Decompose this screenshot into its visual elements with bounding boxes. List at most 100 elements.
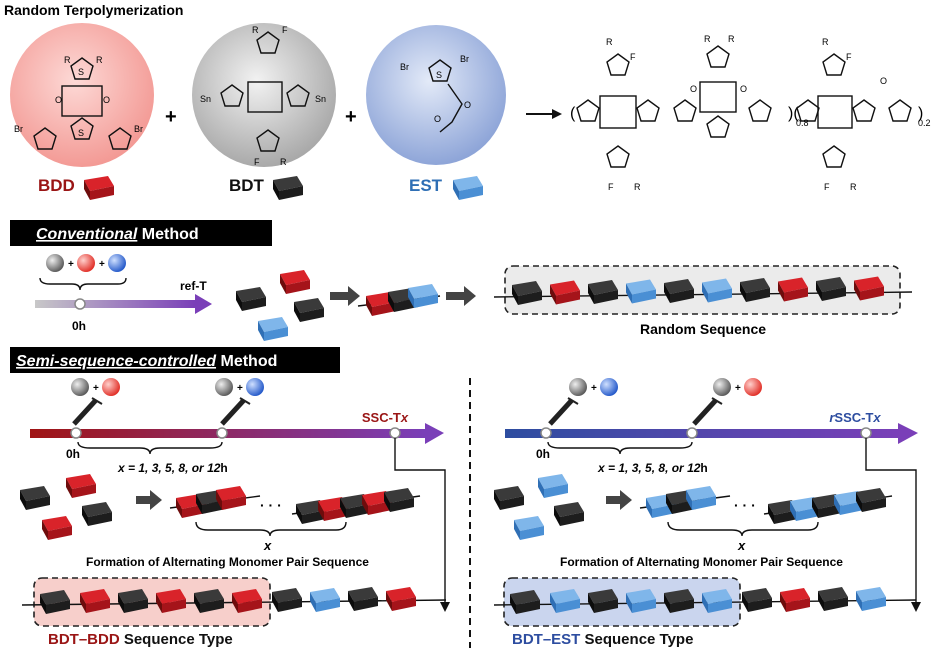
svg-text:S: S: [78, 67, 84, 77]
svg-text:O: O: [464, 100, 471, 110]
conventional-timeline: [35, 300, 195, 308]
semi-header: Semi-sequence-controlled Method: [16, 353, 277, 370]
left-dimer-chain-2: [291, 488, 421, 524]
svg-text:R: R: [252, 25, 259, 35]
left-step-arrow: [136, 490, 162, 510]
svg-text:R: R: [280, 157, 287, 167]
svg-text:+: +: [68, 259, 74, 270]
svg-text:Br: Br: [134, 124, 143, 134]
right-0h-label: 0h: [536, 447, 550, 461]
scheme-title: Random Terpolymerization: [4, 2, 183, 18]
svg-text:Br: Br: [14, 124, 23, 134]
right-ellipsis: · · ·: [734, 497, 756, 513]
svg-text:F: F: [608, 182, 614, 192]
right-sequence-type-label: BDT–EST Sequence Type: [512, 631, 693, 648]
right-timeline: [505, 429, 900, 438]
left-syringe-1-icon: [72, 397, 103, 426]
svg-text:R: R: [634, 182, 641, 192]
svg-text:Br: Br: [460, 54, 469, 64]
left-formation-label: Formation of Alternating Monomer Pair Se…: [86, 555, 369, 569]
right-x-marker: x: [737, 538, 746, 553]
left-dimer-chain-1: [169, 486, 261, 518]
conventional-monomer-balls: + +: [39, 254, 127, 291]
left-x-values: x = 1, 3, 5, 8, or 12h: [117, 461, 228, 475]
left-syringe-2-icon: [220, 397, 251, 426]
svg-text:F: F: [254, 157, 260, 167]
right-x-values: x = 1, 3, 5, 8, or 12h: [597, 461, 708, 475]
conventional-timeline-arrowhead: [195, 294, 212, 314]
conventional-trimer: [357, 284, 441, 316]
bdt-monomer: R F Sn Sn F R: [192, 23, 336, 167]
svg-text:F: F: [846, 52, 852, 62]
svg-text:Sn: Sn: [200, 94, 211, 104]
subscript-02: 0.2: [918, 118, 931, 128]
plus-sign-1: +: [165, 106, 177, 128]
svg-text:R: R: [822, 37, 829, 47]
svg-text:R: R: [704, 34, 711, 44]
svg-text:R: R: [96, 55, 103, 65]
left-ssc-tag: SSC-Tx: [362, 410, 409, 425]
right-injection-balls: + +: [569, 378, 762, 396]
bdd-monomer: R R S O O S Br Br: [10, 23, 154, 167]
bdd-label: BDD: [38, 176, 75, 195]
right-dimer-chain-2: [763, 488, 893, 524]
left-0h-label: 0h: [66, 447, 80, 461]
conventional-step-arrow-1: [330, 286, 360, 306]
right-syringe-2-icon: [692, 397, 723, 426]
right-syringe-1-icon: [548, 397, 579, 426]
left-x-marker: x: [263, 538, 272, 553]
svg-text:F: F: [282, 25, 288, 35]
svg-text:+: +: [99, 259, 105, 270]
ref-t-label: ref-T: [180, 279, 207, 293]
reaction-arrow: [526, 109, 562, 119]
svg-text:+: +: [735, 383, 741, 394]
left-injection-balls: + +: [71, 378, 264, 396]
svg-text:+: +: [591, 383, 597, 394]
right-timeline-arrowhead: [898, 423, 918, 444]
right-sequence-box: [503, 577, 741, 627]
left-scattered-blocks: [20, 474, 112, 540]
bdd-block-icon: [84, 176, 114, 200]
right-dimer-chain-1: [639, 486, 731, 518]
right-rssc-tag: rSSC-Tx: [829, 410, 881, 425]
bdt-label: BDT: [229, 176, 265, 195]
left-route-line: [394, 438, 446, 602]
left-timeline-arrowhead: [425, 423, 444, 444]
svg-text:R: R: [728, 34, 735, 44]
svg-text:S: S: [78, 128, 84, 138]
random-sequence-label: Random Sequence: [640, 321, 766, 337]
svg-text:F: F: [630, 52, 636, 62]
conventional-header-box: [10, 220, 272, 246]
semi-header-box: [10, 347, 340, 373]
est-label: EST: [409, 176, 443, 195]
conventional-header: Conventional Method: [36, 226, 199, 243]
svg-text:Br: Br: [400, 62, 409, 72]
est-block-icon: [453, 176, 483, 200]
left-sequence-box: [33, 577, 271, 627]
svg-text:F: F: [824, 182, 830, 192]
left-ellipsis: · · ·: [260, 497, 282, 513]
svg-text:R: R: [606, 37, 613, 47]
bdt-block-icon: [273, 176, 303, 200]
svg-text:O: O: [55, 95, 62, 105]
svg-text:+: +: [93, 383, 99, 394]
svg-text:O: O: [880, 76, 887, 86]
svg-text:): ): [918, 105, 923, 122]
svg-text:O: O: [740, 84, 747, 94]
svg-text:R: R: [850, 182, 857, 192]
left-sequence-type-label: BDT–BDD Sequence Type: [48, 631, 233, 648]
svg-text:S: S: [436, 70, 442, 80]
conventional-scattered-blocks: [236, 270, 324, 341]
right-route-line: [865, 438, 917, 602]
svg-text:R: R: [64, 55, 71, 65]
svg-text:O: O: [434, 114, 441, 124]
conventional-step-arrow-2: [446, 286, 476, 306]
svg-text:+: +: [237, 383, 243, 394]
svg-text:)(: )(: [788, 105, 799, 122]
conventional-0h-label: 0h: [72, 319, 86, 333]
subscript-08: 0.8: [796, 118, 809, 128]
right-formation-label: Formation of Alternating Monomer Pair Se…: [560, 555, 843, 569]
svg-text:O: O: [690, 84, 697, 94]
svg-text:Sn: Sn: [315, 94, 326, 104]
